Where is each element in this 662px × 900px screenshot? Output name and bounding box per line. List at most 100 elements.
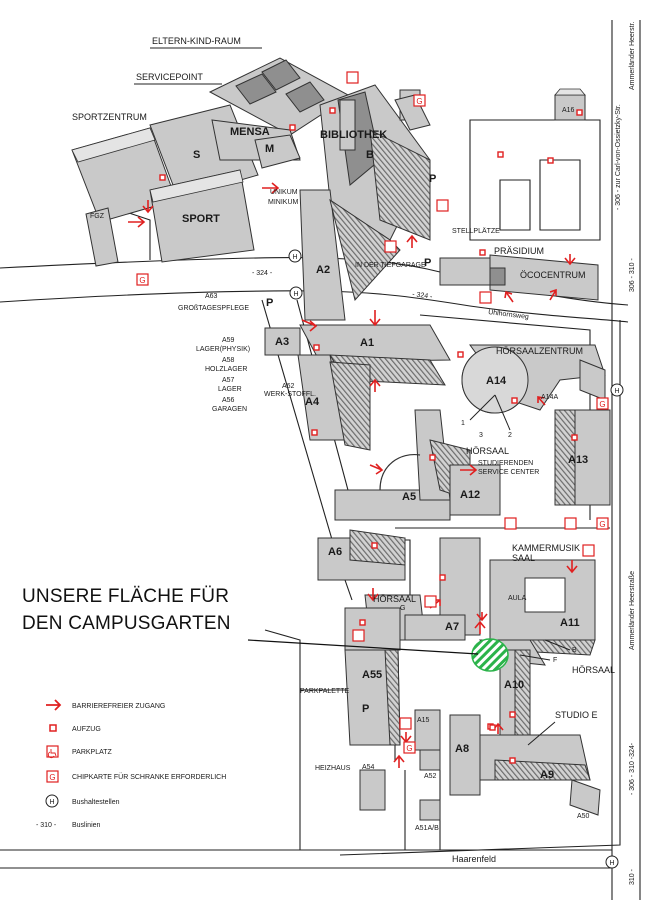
legend-item-bushaltestellen: H Bushaltestellen [45,794,120,808]
label-a16: A16 [562,107,575,114]
label-garagen: GARAGEN [212,406,247,413]
elevator-square-icon [49,724,57,732]
label-kammermusik: KAMMERMUSIK [512,543,580,553]
label-lager-physik: LAGER(PHYSIK) [196,346,250,353]
label-a13: A13 [568,454,588,466]
label-a2: A2 [316,264,330,276]
elevator-symbols [159,107,583,764]
red-arrow-icon [46,699,62,711]
label-a63: A63 [205,293,218,300]
label-a8: A8 [455,743,469,755]
bus-line-icon: - 310 - [36,822,57,829]
map-labels: ELTERN-KIND-RAUM SERVICEPOINT SPORTZENTR… [72,21,636,885]
chipcard-symbols [136,94,609,754]
label-g: G [400,605,405,612]
label-aula: AULA [508,595,527,602]
svg-text:G: G [599,520,605,529]
label-a14a: A14A [541,394,558,401]
svg-text:G: G [49,773,55,782]
svg-text:AUFZUG: AUFZUG [72,726,101,733]
label-ammerlaender-top: Ammerländer Heerstr. [629,21,636,90]
callout-line-1: UNSERE FLÄCHE FÜR [22,586,230,607]
label-a9: A9 [540,769,554,781]
label-hs-1: 1 [461,420,465,427]
buildings-north [71,57,599,321]
label-a6: A6 [328,546,342,558]
label-hoersaal-center: HÖRSAAL [466,446,509,456]
label-bibliothek: BIBLIOTHEK [320,129,387,141]
svg-text:CHIPKARTE FÜR SCHRANKE ERFORDE: CHIPKARTE FÜR SCHRANKE ERFORDERLICH [72,773,226,781]
svg-text:G: G [416,97,422,106]
label-studierenden: STUDIERENDEN [478,460,533,467]
svg-text:H: H [609,860,614,867]
buildings-south [344,607,601,821]
label-mensa: MENSA [230,126,270,138]
label-road-324-a: - 324 - [252,270,273,277]
campus-garden-area [471,638,509,672]
label-a55: A55 [362,669,382,681]
label-parkpalette: PARKPALETTE [300,688,349,695]
svg-text:BARRIEREFREIER ZUGANG: BARRIEREFREIER ZUGANG [72,703,165,710]
label-grosstagespflege: GROßTAGESPFLEGE [178,305,249,312]
callout-leader-line [247,639,479,655]
label-holzlager: HOLZLAGER [205,366,247,373]
label-ammerlaender-mid: 306 - 310 - [629,257,636,292]
label-hoersaal-b: HÖRSAAL [572,665,615,675]
label-a57: A57 [222,377,235,384]
legend-item-chipkarte: G CHIPKARTE FÜR SCHRANKE ERFORDERLICH [46,770,226,783]
svg-text:H: H [292,254,297,261]
legend-item-buslinien: - 310 - Buslinien [36,822,101,829]
label-uhlhornsweg: Uhlhornsweg [488,309,530,321]
label-a3: A3 [275,336,289,348]
label-ammerlaender-right: Ammerländer Heerstraße [629,571,636,650]
label-a59: A59 [222,337,235,344]
label-m: M [265,143,274,155]
label-a5: A5 [402,491,416,503]
label-hoersaalzentrum: HÖRSAALZENTRUM [496,346,583,356]
label-tiefgarage: IN DER TIEFGARAGE [355,262,426,269]
label-ossietzky: - 306 - zur Carl-von-Ossietzky-Str. [615,104,622,210]
label-lager: LAGER [218,386,242,393]
label-stellplaetze: STELLPLÄTZE [452,227,500,235]
label-a4: A4 [305,396,320,408]
svg-text:H: H [293,291,298,298]
label-oeocentrum: ÖCOCENTRUM [520,270,586,280]
label-a62: A62 [282,383,295,390]
label-a56: A56 [222,397,235,404]
label-saal: SAAL [512,553,535,563]
label-a14: A14 [486,375,507,387]
legend-item-barrierefrei: BARRIEREFREIER ZUGANG [46,699,165,711]
label-road-324-b: - 324 - [412,291,434,301]
label-a1: A1 [360,337,374,349]
svg-text:PARKPLATZ: PARKPLATZ [72,749,113,756]
callout-line-2: DEN CAMPUSGARTEN [22,613,231,634]
label-service-center: SERVICE CENTER [478,469,539,476]
label-f: F [553,657,557,664]
label-hs-3: 3 [479,432,483,439]
svg-text:G: G [406,744,412,753]
label-a51ab: A51A/B [415,825,439,832]
label-s: S [193,149,200,161]
label-hoersaal-g: HÖRSAAL [373,594,416,604]
campus-garden [247,638,509,672]
label-heizhaus: HEIZHAUS [315,765,351,772]
label-b: B [366,149,374,161]
label-fgz: FGZ [90,213,105,220]
label-sport: SPORT [182,213,220,225]
label-a54: A54 [362,764,375,771]
label-a7: A7 [445,621,459,633]
label-werkstoff: WERK-STOFFL. [264,391,316,398]
label-p-a55: P [362,703,369,715]
chipcard-g-icon [46,770,59,783]
svg-text:G: G [139,276,145,285]
label-p-bib: P [429,173,436,185]
label-minikum: MINIKUM [268,199,299,206]
label-studio-e: STUDIO E [555,710,598,720]
legend: BARRIEREFREIER ZUGANG AUFZUG PARKPLATZ G… [36,699,226,829]
svg-text:G: G [599,400,605,409]
label-servicepoint: SERVICEPOINT [136,72,203,82]
label-a50: A50 [577,813,590,820]
svg-text:H: H [49,799,54,806]
svg-text:H: H [614,388,619,395]
